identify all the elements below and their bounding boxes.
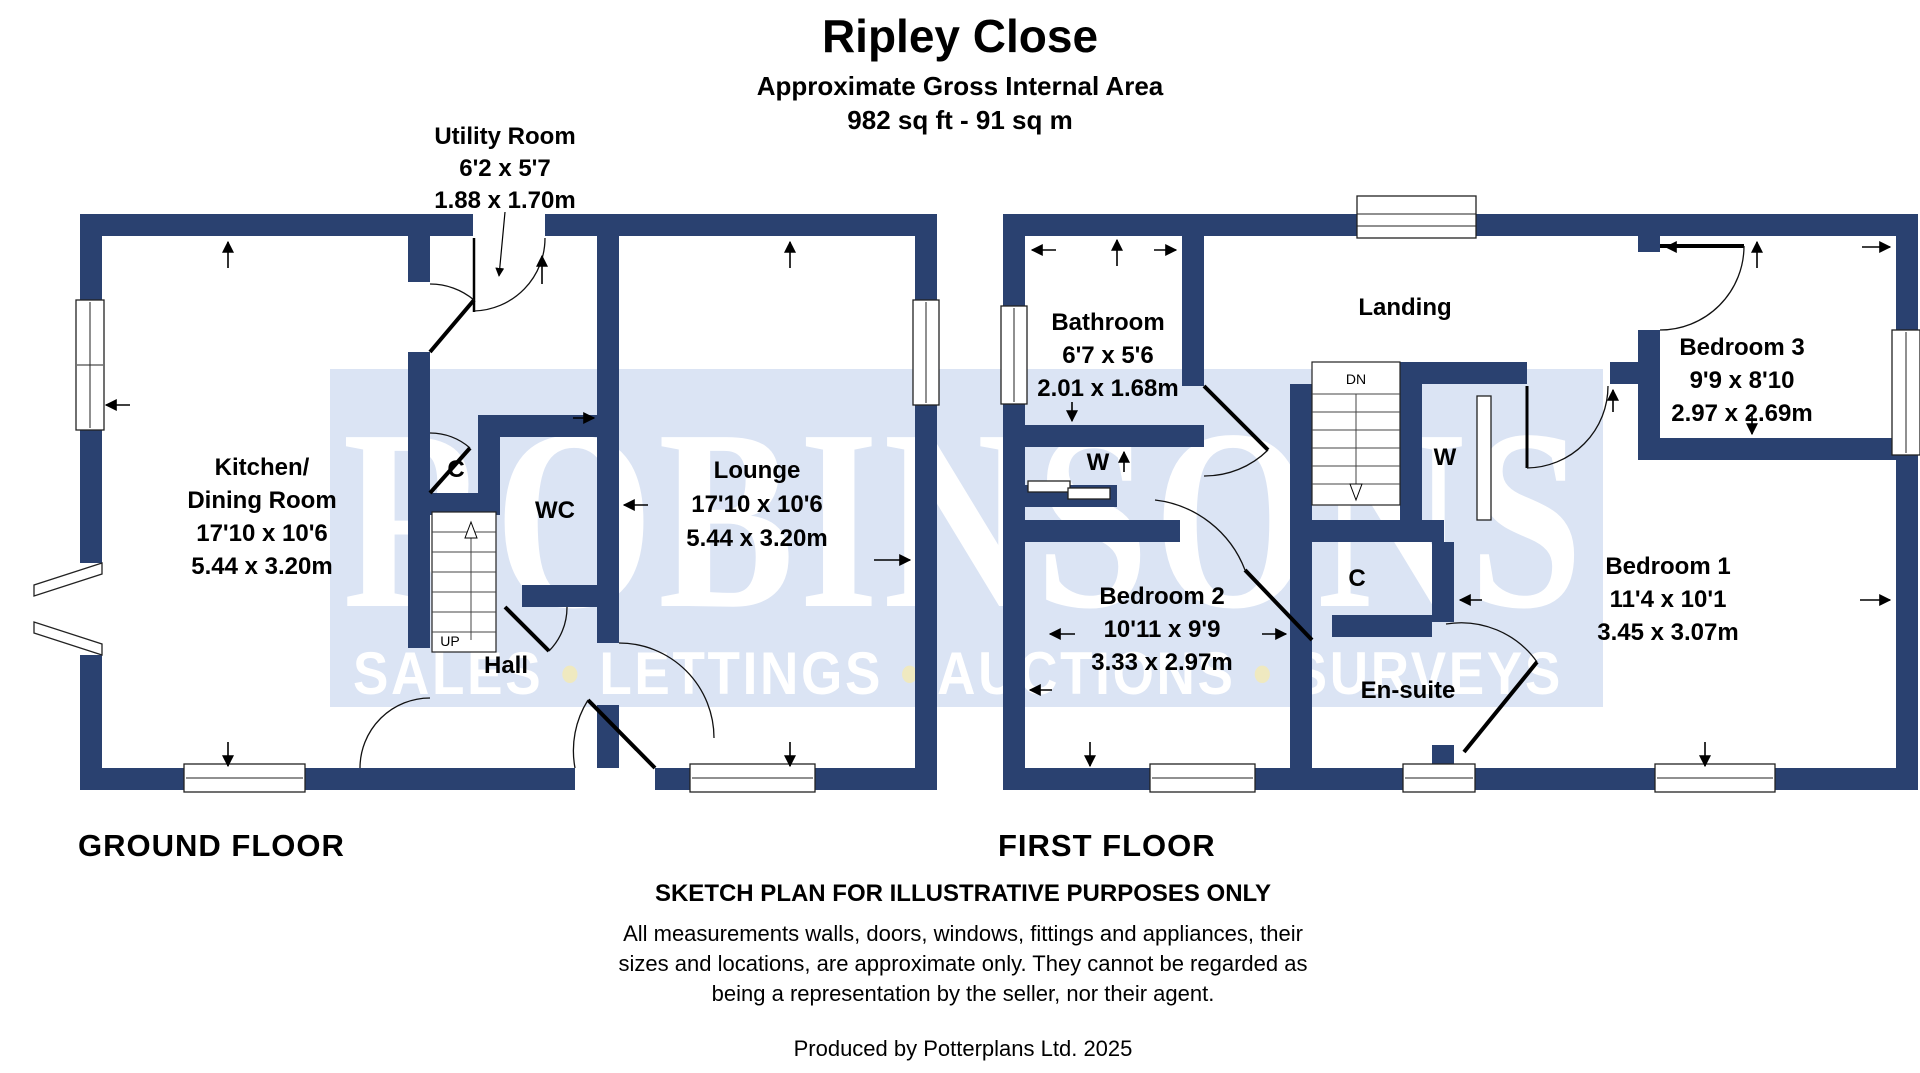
room-label-bedroom3-metric: 2.97 x 2.69m xyxy=(1671,400,1812,427)
ground-floor-plan: UP Utility Room 6'2 x 5' xyxy=(33,123,940,863)
stairs-up-label: UP xyxy=(440,633,459,649)
room-label-kitchen-name1: Kitchen/ xyxy=(215,454,310,481)
room-label-bathroom-name: Bathroom xyxy=(1051,309,1164,336)
room-label-bedroom1-name: Bedroom 1 xyxy=(1605,553,1730,580)
room-label-wc: WC xyxy=(535,497,575,524)
room-label-lounge-imperial: 17'10 x 10'6 xyxy=(691,491,823,518)
room-label-utility-metric: 1.88 x 1.70m xyxy=(434,187,575,214)
room-label-kitchen-name2: Dining Room xyxy=(187,487,336,514)
room-label-kitchen-metric: 5.44 x 3.20m xyxy=(191,553,332,580)
room-label-bedroom2-metric: 3.33 x 2.97m xyxy=(1091,649,1232,676)
disclaimer-line-1: All measurements walls, doors, windows, … xyxy=(623,921,1303,946)
window xyxy=(1654,763,1776,793)
room-label-bedroom2-name: Bedroom 2 xyxy=(1099,583,1224,610)
window xyxy=(1149,763,1256,793)
disclaimer-line-3: being a representation by the seller, no… xyxy=(712,981,1215,1006)
ground-doors xyxy=(359,237,715,770)
first-doors xyxy=(1154,244,1745,754)
stairs-down-label: DN xyxy=(1346,371,1366,387)
ground-exterior-walls xyxy=(80,214,937,790)
window xyxy=(183,763,306,793)
ground-dimension-arrows xyxy=(104,211,912,768)
page-title: Ripley Close xyxy=(822,10,1098,62)
room-label-wardrobe-left: W xyxy=(1087,449,1110,476)
ground-windows xyxy=(33,299,940,793)
page-subtitle: Approximate Gross Internal Area xyxy=(757,71,1164,101)
room-label-ensuite: En-suite xyxy=(1361,677,1456,704)
door-bedroom1 xyxy=(1525,385,1609,469)
window xyxy=(1891,329,1920,456)
room-label-bedroom1-imperial: 11'4 x 10'1 xyxy=(1610,586,1727,613)
room-label-bedroom2-imperial: 10'11 x 9'9 xyxy=(1104,616,1221,643)
room-label-utility-imperial: 6'2 x 5'7 xyxy=(459,155,551,182)
first-floor-title: FIRST FLOOR xyxy=(998,828,1216,863)
door-kitchen-arch xyxy=(359,697,431,769)
window xyxy=(1000,305,1028,405)
wardrobe-sliding-doors xyxy=(1027,395,1492,521)
first-exterior-walls xyxy=(1003,214,1918,790)
ground-room-labels: Utility Room 6'2 x 5'7 1.88 x 1.70m Kitc… xyxy=(187,123,827,679)
first-windows xyxy=(1000,195,1920,793)
page-area: 982 sq ft - 91 sq m xyxy=(847,105,1072,135)
ground-interior-walls xyxy=(408,236,619,768)
room-label-bathroom-imperial: 6'7 x 5'6 xyxy=(1062,342,1154,369)
window xyxy=(75,299,105,431)
disclaimer-line-2: sizes and locations, are approximate onl… xyxy=(619,951,1308,976)
door-lounge xyxy=(618,642,715,739)
header: Ripley Close Approximate Gross Internal … xyxy=(757,10,1164,135)
room-label-bedroom3-name: Bedroom 3 xyxy=(1679,334,1804,361)
door-bedroom3 xyxy=(1659,244,1745,331)
french-doors xyxy=(33,562,103,656)
room-label-utility-name: Utility Room xyxy=(434,123,575,150)
room-label-bathroom-metric: 2.01 x 1.68m xyxy=(1037,375,1178,402)
room-label-lounge-name: Lounge xyxy=(714,457,801,484)
first-dimension-arrows xyxy=(1028,238,1892,768)
door-bathroom xyxy=(1202,384,1270,477)
door-bedroom2 xyxy=(1154,499,1314,642)
first-floor-plan: DN xyxy=(998,195,1920,863)
room-label-cupboard: C xyxy=(447,456,464,483)
stairs-down: DN xyxy=(1311,361,1401,506)
room-label-lounge-metric: 5.44 x 3.20m xyxy=(686,525,827,552)
door-front xyxy=(572,698,657,770)
window xyxy=(1402,763,1476,793)
room-label-landing: Landing xyxy=(1358,294,1451,321)
door-wc xyxy=(503,605,568,653)
door-utility-interior xyxy=(428,283,476,354)
room-label-cupboard-first: C xyxy=(1348,565,1365,592)
room-label-hall: Hall xyxy=(484,652,528,679)
door-utility-exterior xyxy=(472,237,546,312)
ground-floor-title: GROUND FLOOR xyxy=(78,828,345,863)
utility-leader-line xyxy=(495,211,506,277)
room-label-bedroom3-imperial: 9'9 x 8'10 xyxy=(1690,367,1795,394)
sketch-disclaimer-title: SKETCH PLAN FOR ILLUSTRATIVE PURPOSES ON… xyxy=(655,880,1271,907)
first-interior-walls xyxy=(1025,236,1896,768)
window xyxy=(912,299,940,406)
first-room-labels: Bathroom 6'7 x 5'6 2.01 x 1.68m Landing … xyxy=(1037,294,1812,704)
footer: SKETCH PLAN FOR ILLUSTRATIVE PURPOSES ON… xyxy=(619,880,1308,1061)
window xyxy=(689,763,816,793)
stairs-up: UP xyxy=(431,511,497,653)
door-ensuite xyxy=(1445,622,1539,754)
window xyxy=(1356,195,1477,239)
door-cupboard xyxy=(428,432,472,495)
room-label-kitchen-imperial: 17'10 x 10'6 xyxy=(196,520,328,547)
room-label-wardrobe-center: W xyxy=(1434,444,1457,471)
watermark-tagline: SALES • LETTINGS • AUCTIONS • SURVEYS xyxy=(353,640,1563,707)
producer-credit: Produced by Potterplans Ltd. 2025 xyxy=(794,1036,1133,1061)
room-label-bedroom1-metric: 3.45 x 3.07m xyxy=(1597,619,1738,646)
